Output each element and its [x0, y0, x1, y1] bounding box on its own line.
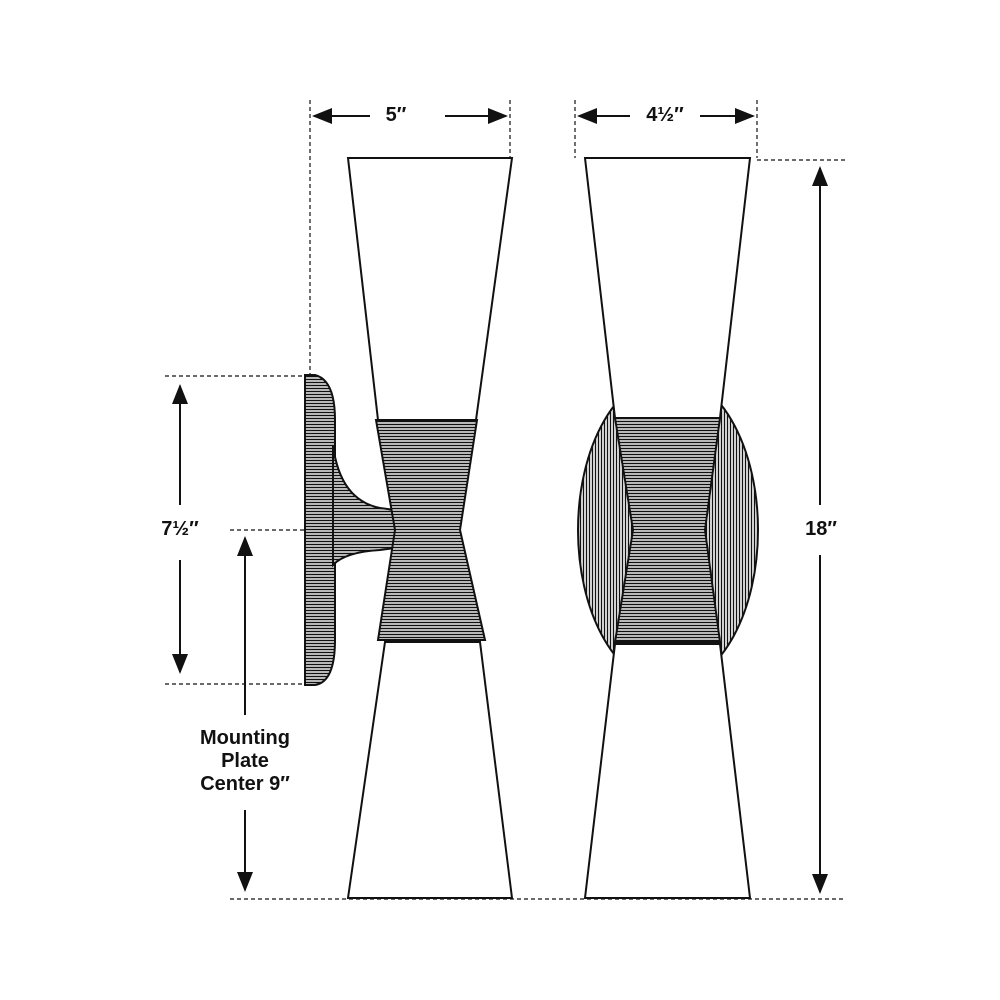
front-width-label: 5″	[372, 104, 420, 127]
bottom-shade	[346, 641, 514, 899]
height-label: 18″	[796, 518, 846, 541]
center-band	[374, 419, 487, 641]
front-view	[304, 157, 514, 899]
top-shade	[346, 157, 514, 421]
side-view	[577, 157, 759, 899]
mounting-line-3: Center 9″	[200, 773, 290, 795]
side-width-label: 4½″	[635, 104, 695, 127]
mounting-line-2: Plate	[221, 750, 269, 772]
mounting-plate-center-label: Mounting Plate Center 9″	[185, 727, 305, 796]
backplate-side	[304, 374, 336, 686]
bottom-shade	[583, 643, 752, 899]
mounting-line-1: Mounting	[200, 727, 290, 749]
center-band	[613, 417, 722, 643]
dimension-arrows	[172, 108, 828, 894]
top-shade	[583, 157, 752, 419]
backplate-height-label: 7½″	[150, 518, 210, 541]
